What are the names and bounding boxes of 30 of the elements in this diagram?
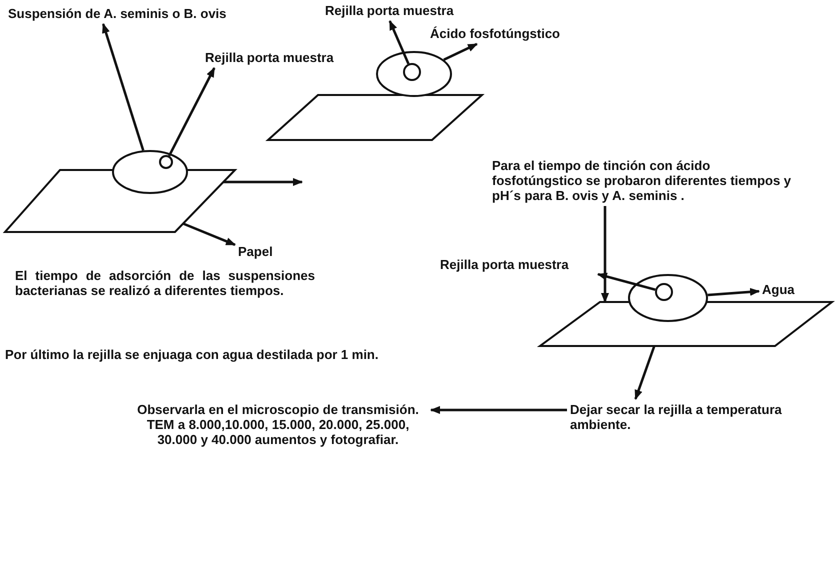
step-text: Papel xyxy=(238,244,288,259)
sample-grid xyxy=(159,155,173,169)
step-text: Ácido fosfotúngstico xyxy=(430,26,600,41)
step-text: Rejilla porta muestra xyxy=(440,257,595,272)
arrow xyxy=(708,288,760,296)
liquid-drop xyxy=(376,51,452,97)
arrow xyxy=(388,20,410,64)
arrow xyxy=(634,346,656,400)
step-text: Observarla en el microscopio de transmisión. TEM a 8.000,10.000, 15.000, 20.000, 25.000, 30.000 y 40.000 aumentos y fotografiar. xyxy=(128,402,428,447)
film-sheet xyxy=(268,95,482,140)
note-text: El tiempo de adsorción de las suspensiones bacterianas se realizó a diferentes tiempos. xyxy=(15,268,315,298)
arrow xyxy=(601,206,609,303)
step-text: Suspensión de A. seminis o B. ovis xyxy=(8,6,308,21)
arrow xyxy=(223,178,303,186)
liquid-drop xyxy=(112,150,188,194)
step-text: Agua xyxy=(762,282,802,297)
arrow xyxy=(182,222,236,246)
liquid-drop xyxy=(628,274,708,322)
arrow xyxy=(597,272,656,291)
arrow xyxy=(430,406,567,414)
sample-grid xyxy=(655,283,673,301)
arrow xyxy=(168,67,216,156)
step-text: Dejar secar la rejilla a temperatura ambiente. xyxy=(570,402,832,432)
note-text: Por último la rejilla se enjuaga con agua destilada por 1 min. xyxy=(5,347,380,362)
step-text: Rejilla porta muestra xyxy=(205,50,375,65)
arrow xyxy=(443,42,478,61)
step-text: Para el tiempo de tinción con ácido fosfotúngstico se probaron diferentes tiempos y pH´s para B. ovis y A. seminis . xyxy=(492,158,792,203)
sample-grid xyxy=(403,63,421,81)
step-text: Rejilla porta muestra xyxy=(325,3,495,18)
arrow xyxy=(102,23,144,151)
